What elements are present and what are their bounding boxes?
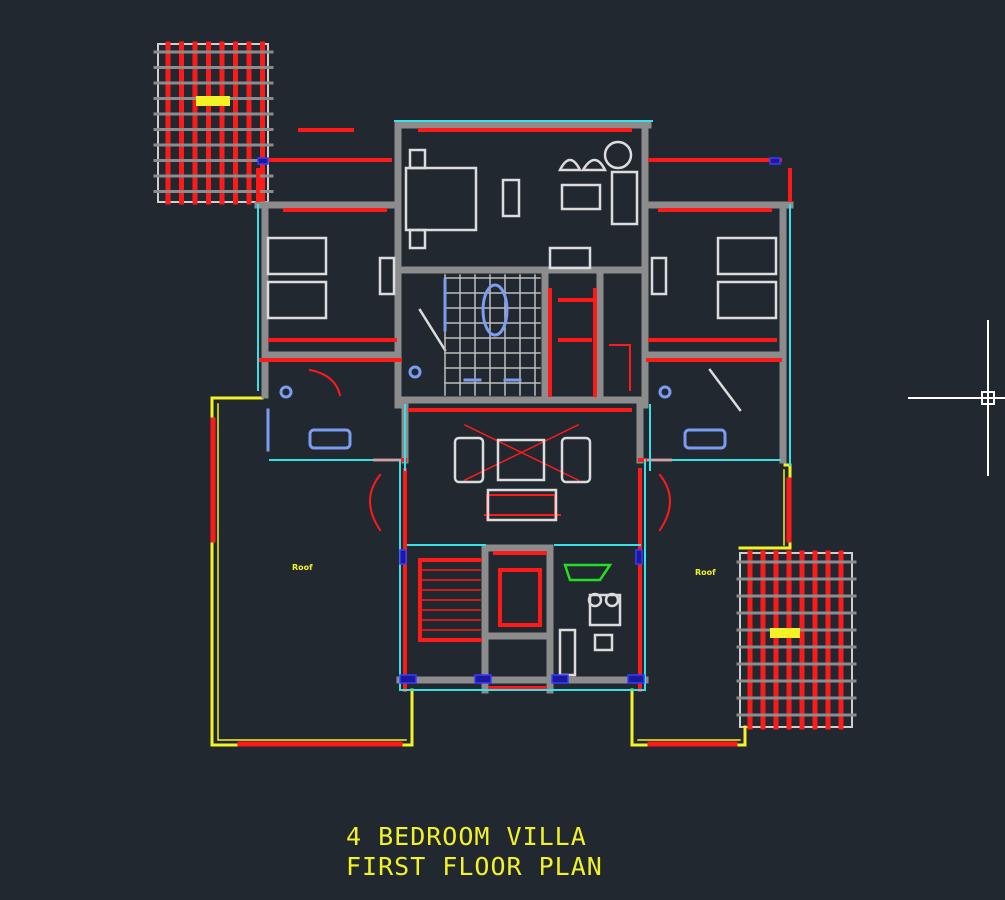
window-markers: [257, 157, 781, 684]
left-pergola: [153, 41, 274, 205]
right-roof: [630, 463, 792, 747]
right-roof-label: Roof: [695, 568, 716, 577]
crosshair-icon: [908, 320, 1005, 476]
outlines: [257, 120, 791, 691]
sanitary-fixtures: [266, 278, 727, 452]
windows: [256, 128, 792, 692]
left-roof-label: Roof: [292, 563, 313, 572]
left-roof: [210, 396, 414, 747]
drawing-title-line2: FIRST FLOOR PLAN: [346, 852, 603, 881]
drawing-title-line1: 4 BEDROOM VILLA: [346, 822, 587, 851]
right-pergola: [736, 550, 857, 730]
bathroom-tiles: [444, 274, 541, 396]
kitchen-counter: [563, 563, 613, 582]
